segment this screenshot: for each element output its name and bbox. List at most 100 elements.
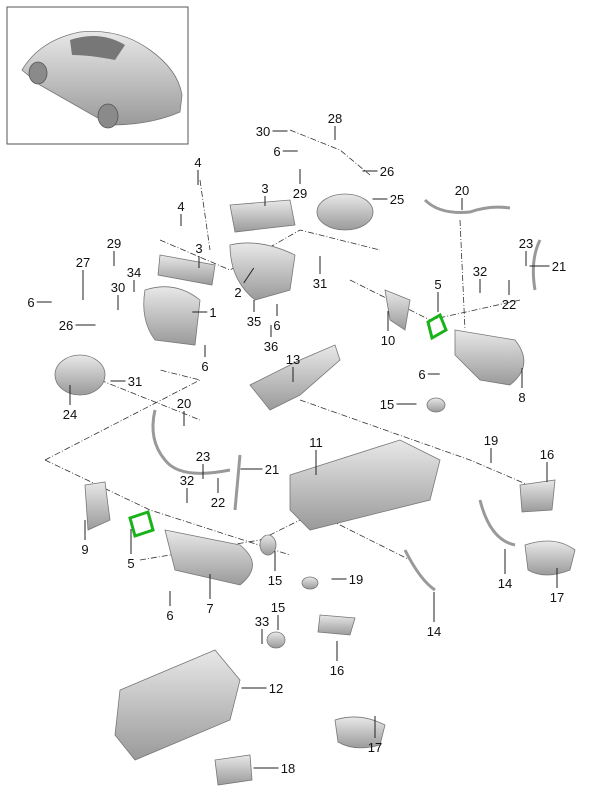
- callout-35: 35: [247, 300, 261, 329]
- callout-9: 9: [81, 520, 89, 557]
- callout-23: 23: [519, 236, 533, 266]
- callout-number: 34: [127, 265, 141, 280]
- callout-number: 22: [211, 495, 225, 510]
- callout-3: 3: [195, 241, 203, 268]
- callout-10: 10: [381, 311, 395, 348]
- callout-number: 6: [166, 608, 173, 623]
- callout-number: 4: [177, 199, 184, 214]
- callout-6: 6: [273, 144, 298, 159]
- callout-6: 6: [273, 304, 281, 333]
- callout-27: 27: [76, 255, 90, 300]
- callout-6: 6: [166, 591, 174, 623]
- callout-26: 26: [59, 318, 96, 333]
- callout-number: 6: [27, 295, 34, 310]
- callout-number: 3: [195, 241, 202, 256]
- callout-13: 13: [286, 352, 300, 382]
- callout-number: 29: [107, 236, 121, 251]
- callout-20: 20: [177, 396, 191, 426]
- callout-12: 12: [241, 681, 283, 696]
- callout-19: 19: [484, 433, 498, 463]
- callout-31: 31: [313, 256, 327, 291]
- callout-number: 16: [330, 663, 344, 678]
- callout-number: 30: [111, 280, 125, 295]
- callout-34: 34: [127, 265, 141, 292]
- callout-17: 17: [550, 568, 564, 605]
- callout-25: 25: [372, 192, 404, 207]
- callout-number: 30: [256, 124, 270, 139]
- callout-number: 7: [206, 601, 213, 616]
- callout-14: 14: [498, 549, 512, 591]
- callout-30: 30: [111, 280, 125, 310]
- callout-number: 22: [502, 297, 516, 312]
- callout-33: 33: [255, 614, 269, 644]
- callout-5: 5: [127, 529, 135, 571]
- callout-6: 6: [201, 345, 209, 374]
- callout-number: 9: [81, 542, 88, 557]
- callout-number: 25: [390, 192, 404, 207]
- callout-1: 1: [192, 305, 217, 320]
- callout-2: 2: [234, 267, 255, 300]
- parts: [54, 193, 576, 786]
- callout-number: 23: [519, 236, 533, 251]
- callout-number: 14: [427, 624, 441, 639]
- callout-14: 14: [427, 592, 441, 639]
- callout-32: 32: [180, 473, 194, 503]
- callout-6: 6: [418, 367, 440, 382]
- callout-17: 17: [368, 716, 382, 755]
- callout-number: 2: [234, 285, 241, 300]
- callout-number: 31: [313, 276, 327, 291]
- callout-number: 11: [309, 435, 323, 450]
- callout-number: 14: [498, 576, 512, 591]
- callout-number: 4: [194, 155, 201, 170]
- callout-number: 32: [473, 264, 487, 279]
- callout-number: 24: [63, 407, 77, 422]
- callout-19: 19: [331, 572, 363, 587]
- callout-28: 28: [328, 111, 342, 140]
- callout-6: 6: [27, 295, 52, 310]
- callout-number: 31: [128, 374, 142, 389]
- callout-number: 20: [455, 183, 469, 198]
- callout-29: 29: [107, 236, 121, 266]
- callout-16: 16: [330, 641, 344, 678]
- callout-24: 24: [63, 385, 77, 422]
- callout-4: 4: [177, 199, 185, 226]
- callout-number: 29: [293, 186, 307, 201]
- callout-number: 12: [269, 681, 283, 696]
- callout-number: 5: [127, 556, 134, 571]
- callout-number: 19: [349, 572, 363, 587]
- leader-line: [243, 267, 255, 284]
- callout-26: 26: [362, 164, 394, 179]
- callout-number: 21: [552, 259, 566, 274]
- callout-15: 15: [271, 600, 285, 630]
- vehicle-inset: [6, 6, 189, 145]
- callout-22: 22: [502, 280, 516, 312]
- callout-5: 5: [434, 277, 442, 312]
- callout-23: 23: [196, 449, 210, 479]
- callout-number: 15: [380, 397, 394, 412]
- callout-3: 3: [261, 181, 269, 206]
- callout-number: 8: [518, 390, 525, 405]
- callout-number: 1: [209, 305, 216, 320]
- callout-number: 16: [540, 447, 554, 462]
- callout-number: 6: [273, 318, 280, 333]
- callout-number: 23: [196, 449, 210, 464]
- callout-number: 17: [550, 590, 564, 605]
- callout-number: 15: [271, 600, 285, 615]
- callout-7: 7: [206, 574, 214, 616]
- callout-number: 5: [434, 277, 441, 292]
- callout-number: 15: [268, 573, 282, 588]
- callout-number: 6: [273, 144, 280, 159]
- callout-36: 36: [264, 325, 278, 354]
- callout-30: 30: [256, 124, 288, 139]
- callout-number: 18: [281, 761, 295, 776]
- callout-15: 15: [380, 397, 417, 412]
- callout-number: 26: [380, 164, 394, 179]
- callout-21: 21: [240, 462, 279, 477]
- callout-20: 20: [455, 183, 469, 210]
- callout-number: 21: [265, 462, 279, 477]
- callout-21: 21: [529, 259, 566, 274]
- callout-number: 6: [418, 367, 425, 382]
- callout-number: 10: [381, 333, 395, 348]
